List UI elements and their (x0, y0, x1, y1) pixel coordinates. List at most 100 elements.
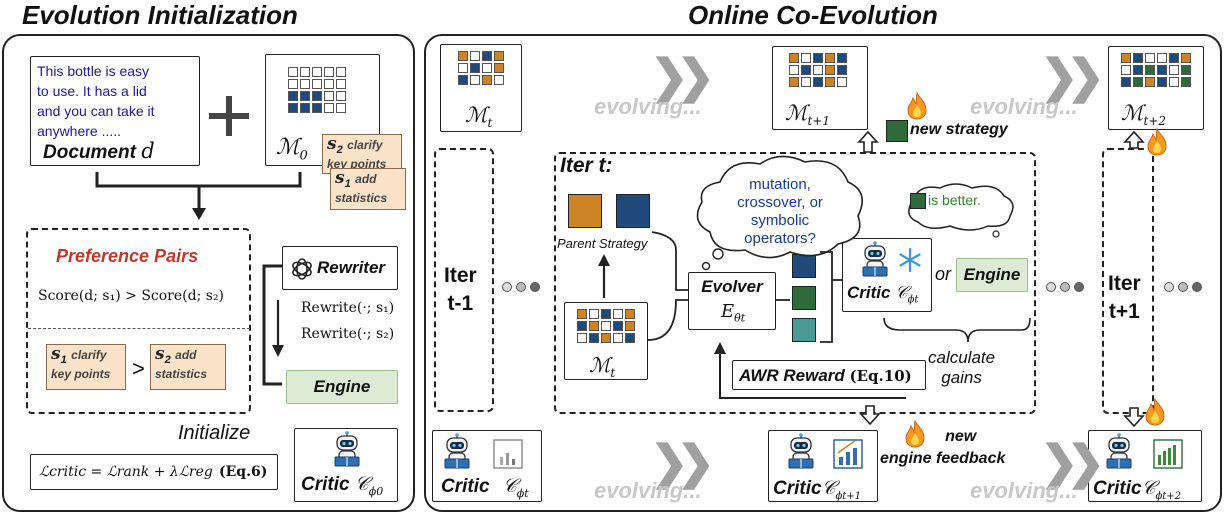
memory-cell (458, 51, 468, 61)
thought-text: mutation, crossover, or symbolic operato… (737, 176, 823, 247)
memory-cell (470, 63, 480, 73)
note-s1-text: add statistics (335, 172, 388, 206)
memory-mt1-box: ℳt+1 (772, 46, 868, 130)
iter-t-box (554, 152, 1036, 414)
memory-cell (312, 91, 322, 101)
memory-cell (1169, 53, 1179, 63)
robot-icon (444, 433, 470, 469)
chevron-right-icon: ❯❯ (650, 436, 715, 488)
memory-cell (813, 77, 823, 87)
engine-box-iter: Engine (956, 258, 1028, 292)
preference-pairs-title: Preference Pairs (56, 246, 199, 266)
memory-cell (494, 51, 504, 61)
memory-cell (837, 77, 847, 87)
awr-reward-ref: (Eq.10) (849, 367, 912, 385)
engine-label-iter: Engine (963, 265, 1021, 284)
critic-ct-iter-text: Critic (847, 283, 891, 302)
memory-cell (601, 333, 611, 343)
memory-cell (312, 67, 322, 77)
memory-cell (789, 65, 799, 75)
memory-cell (1145, 77, 1155, 87)
memory-cell (1121, 65, 1131, 75)
memory-cell (300, 103, 310, 113)
note-s1-add: s1 add statistics (330, 168, 406, 210)
memory-cell (1133, 77, 1143, 87)
memory-cell (324, 91, 334, 101)
memory-cell (837, 53, 847, 63)
title-online-co-evolution: Online Co-Evolution (688, 0, 938, 30)
memory-cell (336, 79, 346, 89)
snowflake-icon (899, 247, 921, 273)
init-connector (95, 172, 302, 386)
memory-cell (1157, 53, 1167, 63)
memory-cell (458, 63, 468, 73)
document-label: Document d (43, 139, 155, 164)
candidate-teal (792, 318, 816, 342)
calc-gains-line-2: gains (941, 368, 982, 387)
note-s1-symbol: s (335, 168, 345, 188)
calc-gains-label: calculate gains (928, 348, 995, 388)
memory-cell (825, 65, 835, 75)
iter-prev-box (434, 148, 494, 412)
note-s2-sub: 2 (336, 144, 343, 157)
pref-s1-sub: 1 (60, 354, 67, 367)
memory-cell (1181, 65, 1191, 75)
evolving-top-1: evolving... (594, 94, 702, 119)
engine-box-init: Engine (286, 370, 398, 404)
loss-ref: (Eq.6) (219, 464, 268, 480)
dot-icon (1060, 282, 1070, 292)
memory-cell (589, 309, 599, 319)
memory-cell (801, 77, 811, 87)
evolving-bottom-1: evolving... (594, 478, 702, 503)
dot-icon (1046, 282, 1056, 292)
memory-mt-inner-label: ℳt (589, 353, 615, 380)
evolver-sub: θt (734, 311, 746, 325)
title-evolution-initialization: Evolution Initialization (22, 0, 298, 30)
memory-cell (470, 51, 480, 61)
memory-cell (789, 77, 799, 87)
memory-cell (300, 91, 310, 101)
memory-cell (589, 321, 599, 331)
memory-cell (300, 67, 310, 77)
critic-phi0-label: Critic 𝒞ϕ0 (301, 473, 383, 498)
critic-ct-text: Critic (441, 476, 490, 497)
pref-s1-symbol: s (51, 344, 61, 364)
memory-cell (1157, 77, 1167, 87)
memory-cell (288, 79, 298, 89)
iter-prev-label: Iter t-1 (444, 262, 477, 318)
online-co-evolution-panel (424, 34, 1222, 512)
evolving-bottom-2: evolving... (970, 478, 1078, 503)
memory-mt-sub: t (487, 116, 493, 131)
awr-reward-box: AWR Reward (Eq.10) (732, 360, 926, 390)
memory-mt1-grid (789, 53, 847, 87)
memory-cell (837, 65, 847, 75)
iter-next-label: Iter t+1 (1108, 270, 1141, 326)
awr-reward-label: AWR Reward (Eq.10) (739, 366, 912, 386)
better-swatch (910, 193, 926, 209)
dots-right (1164, 282, 1202, 292)
memory-mt-inner-box: ℳt (564, 302, 648, 380)
memory-cell (589, 333, 599, 343)
document-var: d (141, 139, 155, 163)
bar-chart-icon (1153, 439, 1183, 469)
critic-ct2-box: Critic𝒞ϕt+2 (1088, 430, 1202, 502)
critic-phi0-var: 𝒞 (354, 473, 369, 495)
calc-gains-line-1: calculate (928, 348, 996, 367)
memory-cell (482, 51, 492, 61)
new-strategy-swatch (886, 120, 908, 142)
note-s1-sub: 1 (344, 178, 351, 191)
robot-icon (1106, 433, 1132, 469)
memory-cell (1145, 53, 1155, 63)
memory-cell (336, 91, 346, 101)
critic-ct1-sub: ϕt+1 (835, 490, 862, 502)
document-text: This bottle is easy to use. It has a lid… (37, 61, 155, 141)
iter-prev-line-1: Iter (444, 264, 477, 287)
memory-cell (324, 67, 334, 77)
preference-pairs-box (26, 228, 251, 414)
new-engine-line-2: engine feedback (880, 450, 1006, 467)
iter-next-line-1: Iter (1108, 272, 1141, 295)
critic-ct1-box: Critic𝒞ϕt+1 (768, 430, 878, 502)
dot-icon (1164, 282, 1174, 292)
memory-cell (300, 79, 310, 89)
